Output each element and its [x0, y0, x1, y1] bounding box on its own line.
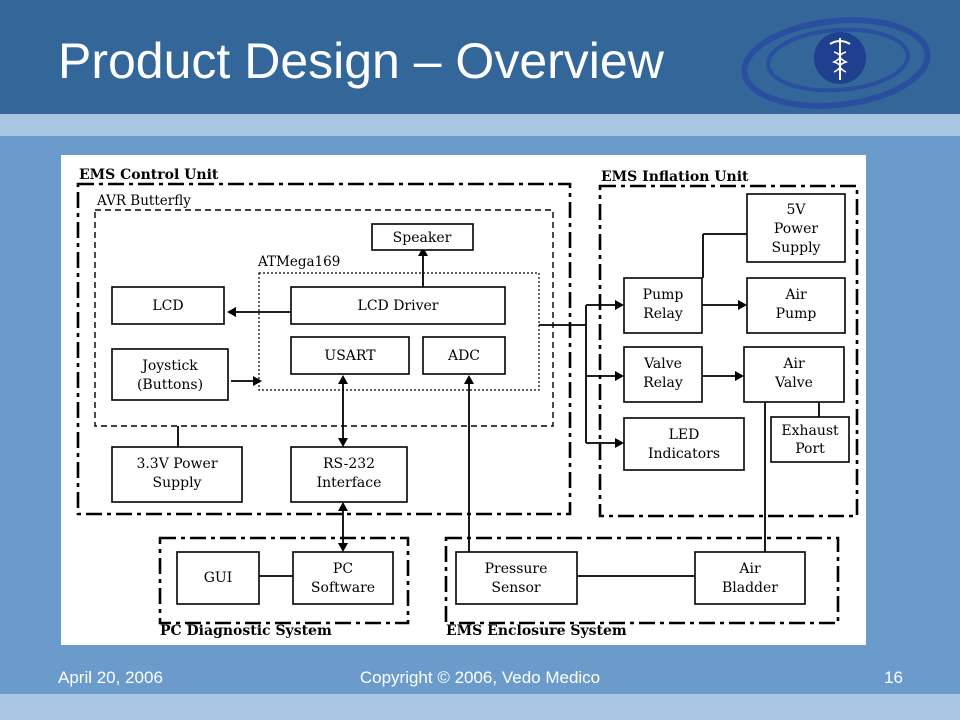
svg-text:GUI: GUI — [204, 570, 233, 586]
group-label-pc-diag: PC Diagnostic System — [160, 623, 332, 639]
block-5v-power-supply: 5V Power Supply — [746, 193, 846, 263]
block-pump-relay: Pump Relay — [623, 277, 703, 334]
svg-text:Software: Software — [311, 580, 375, 596]
svg-text:Air: Air — [738, 561, 761, 577]
svg-text:ADC: ADC — [447, 348, 480, 364]
svg-text:Interface: Interface — [317, 475, 382, 491]
block-led-indicators: LED Indicators — [623, 417, 745, 471]
svg-text:Valve: Valve — [643, 356, 682, 372]
svg-text:RS-232: RS-232 — [323, 456, 375, 472]
footer-date: April 20, 2006 — [58, 668, 163, 687]
svg-text:LED: LED — [669, 427, 700, 443]
svg-text:Supply: Supply — [772, 240, 821, 256]
group-atmega169 — [258, 272, 540, 391]
group-label-avr-butterfly: AVR Butterfly — [96, 193, 191, 209]
block-air-bladder: Air Bladder — [694, 551, 806, 605]
svg-text:LCD: LCD — [152, 298, 183, 314]
block-lcd-driver: LCD Driver — [290, 286, 506, 325]
block-pc-software: PC Software — [292, 551, 394, 605]
footer-stripe — [0, 694, 960, 720]
svg-text:Bladder: Bladder — [722, 580, 778, 596]
svg-text:PC: PC — [333, 561, 353, 577]
block-valve-relay: Valve Relay — [623, 346, 703, 403]
svg-text:USART: USART — [324, 348, 376, 364]
block-pressure-sensor: Pressure Sensor — [455, 551, 578, 605]
svg-text:Indicators: Indicators — [648, 446, 720, 462]
svg-text:5V: 5V — [786, 202, 806, 218]
svg-text:Pump: Pump — [776, 306, 817, 322]
group-ems-control-unit — [76, 182, 572, 516]
connection-lines — [177, 233, 820, 577]
group-label-control-unit: EMS Control Unit — [79, 167, 219, 183]
group-ems-enclosure-system — [444, 536, 840, 625]
svg-text:Relay: Relay — [643, 306, 683, 322]
block-lcd: LCD — [111, 286, 225, 325]
block-adc: ADC — [422, 336, 506, 375]
svg-text:Joystick: Joystick — [140, 358, 198, 374]
svg-text:Exhaust: Exhaust — [781, 423, 839, 439]
svg-text:Speaker: Speaker — [393, 230, 452, 246]
block-air-valve: Air Valve — [743, 346, 845, 403]
group-label-enclosure: EMS Enclosure System — [446, 623, 627, 639]
group-label-inflation-unit: EMS Inflation Unit — [601, 169, 749, 185]
block-speaker: Speaker — [371, 223, 474, 251]
block-joystick: Joystick (Buttons) — [111, 348, 229, 401]
svg-text:Sensor: Sensor — [491, 580, 541, 596]
group-pc-diagnostic-system — [158, 536, 410, 625]
block-rs232-interface: RS-232 Interface — [290, 446, 408, 503]
svg-text:Port: Port — [795, 441, 825, 457]
svg-text:(Buttons): (Buttons) — [137, 377, 203, 393]
svg-text:Relay: Relay — [643, 375, 683, 391]
svg-text:Supply: Supply — [153, 475, 202, 491]
block-3v3-power-supply: 3.3V Power Supply — [111, 446, 243, 503]
group-label-atmega: ATMega169 — [257, 254, 340, 270]
block-exhaust-port: Exhaust Port — [770, 416, 850, 463]
svg-text:LCD Driver: LCD Driver — [358, 298, 439, 314]
block-air-pump: Air Pump — [746, 277, 846, 334]
header-stripe — [0, 114, 960, 136]
group-ems-inflation-unit — [598, 184, 859, 518]
svg-text:Pump: Pump — [643, 287, 684, 303]
slide-title: Product Design – Overview — [58, 33, 664, 89]
svg-text:Pressure: Pressure — [485, 561, 548, 577]
footer-copyright: Copyright © 2006, Vedo Medico — [359, 668, 601, 687]
svg-text:Air: Air — [784, 287, 807, 303]
svg-text:Valve: Valve — [774, 375, 813, 391]
block-diagram: EMS Control Unit AVR Butterfly ATMega169… — [61, 155, 866, 645]
svg-text:Power: Power — [774, 221, 819, 237]
svg-text:Air: Air — [782, 356, 805, 372]
block-usart: USART — [290, 336, 410, 375]
title-bar — [0, 0, 960, 114]
group-avr-butterfly — [94, 209, 554, 427]
block-gui: GUI — [176, 551, 260, 605]
page-number: 16 — [884, 668, 903, 687]
svg-text:3.3V Power: 3.3V Power — [136, 456, 217, 472]
caduceus-logo-icon — [741, 17, 931, 109]
